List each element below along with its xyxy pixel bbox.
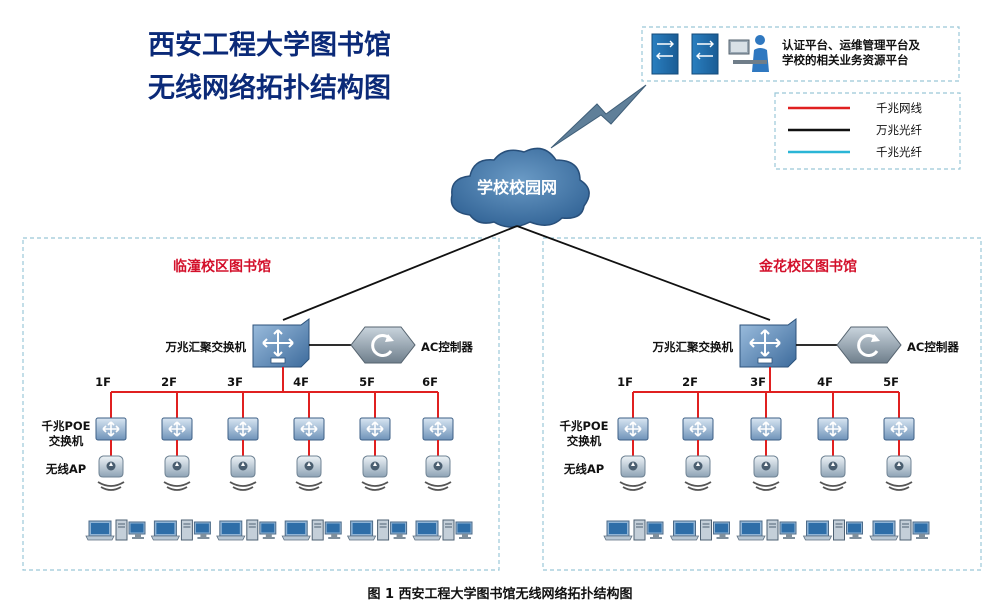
figure-caption: 图 1 西安工程大学图书馆无线网络拓扑结构图: [367, 586, 632, 602]
core-switch-label: 万兆汇聚交换机: [652, 340, 734, 354]
ac-controller-label: AC控制器: [907, 340, 959, 354]
campus-title: 临潼校区图书馆: [173, 258, 271, 275]
poe-switch-icon: [750, 417, 782, 441]
poe-switch-icon: [817, 417, 849, 441]
uplink-lintong: [282, 225, 518, 321]
wireless-ap-icon: [97, 455, 125, 491]
desktop-pc-icon: [833, 519, 863, 541]
wireless-ap-icon: [424, 455, 452, 491]
poe-switch-icon: [161, 417, 193, 441]
desktop-pc-icon: [766, 519, 797, 541]
platform-label-line1: 认证平台、运维管理平台及: [782, 38, 920, 52]
campus-network-cloud: 学校校园网: [450, 147, 590, 228]
platform-label-line2: 学校的相关业务资源平台: [782, 53, 909, 67]
floor-label: 2F: [682, 375, 698, 389]
floor-label: 4F: [817, 375, 833, 389]
floor-label: 1F: [617, 375, 633, 389]
wireless-ap-icon: [752, 455, 780, 491]
ac-controller-label: AC控制器: [421, 340, 473, 354]
laptop-icon: [216, 520, 246, 541]
poe-switch-label-line2: 交换机: [567, 434, 602, 448]
floor-label: 1F: [95, 375, 111, 389]
campus-box-jinhua: [542, 237, 982, 571]
server-icon: [691, 33, 719, 75]
desktop-pc-icon: [377, 519, 408, 541]
uplink-jinhua: [516, 225, 771, 321]
floor-label: 2F: [161, 375, 177, 389]
ac-controller-icon: [836, 326, 902, 364]
core-switch-label: 万兆汇聚交换机: [165, 340, 247, 354]
wireless-ap-icon: [229, 455, 257, 491]
floor-label: 5F: [359, 375, 375, 389]
wireless-ap-icon: [163, 455, 191, 491]
poe-switch-label-line2: 交换机: [49, 434, 84, 448]
wireless-ap-label: 无线AP: [45, 462, 86, 476]
poe-switch-icon: [227, 417, 259, 441]
wireless-ap-icon: [619, 455, 647, 491]
desktop-pc-icon: [442, 519, 473, 541]
cloud-label: 学校校园网: [477, 178, 557, 197]
laptop-icon: [603, 520, 633, 541]
wireless-ap-icon: [819, 455, 847, 491]
laptop-icon: [85, 520, 115, 541]
laptop-icon: [412, 520, 442, 541]
laptop-icon: [803, 520, 832, 541]
poe-switch-icon: [359, 417, 391, 441]
server-icon: [651, 33, 679, 75]
wireless-ap-icon: [361, 455, 389, 491]
wireless-ap-icon: [684, 455, 712, 491]
floor-label: 4F: [293, 375, 309, 389]
floor-label: 3F: [750, 375, 766, 389]
legend-label-2: 千兆光纤: [876, 145, 922, 159]
laptop-icon: [281, 520, 311, 541]
diagram-title-line2: 无线网络拓扑结构图: [148, 72, 391, 104]
legend-label-1: 万兆光纤: [876, 123, 922, 137]
desktop-pc-icon: [115, 519, 146, 541]
poe-switch-icon: [95, 417, 127, 441]
floor-label: 6F: [422, 375, 438, 389]
poe-switch-icon: [883, 417, 915, 441]
laptop-icon: [150, 520, 180, 541]
poe-switch-icon: [422, 417, 454, 441]
laptop-icon: [736, 520, 766, 541]
campus-title: 金花校区图书馆: [758, 258, 857, 275]
diagram-title-line1: 西安工程大学图书馆: [148, 29, 391, 61]
poe-switch-icon: [293, 417, 325, 441]
desktop-pc-icon: [246, 519, 277, 541]
desktop-pc-icon: [311, 519, 342, 541]
wireless-ap-icon: [295, 455, 323, 491]
laptop-icon: [869, 520, 899, 541]
poe-switch-icon: [682, 417, 714, 441]
floor-label: 3F: [227, 375, 243, 389]
desktop-pc-icon: [899, 519, 930, 541]
laptop-icon: [347, 520, 377, 541]
desktop-pc-icon: [180, 519, 211, 541]
core-switch-icon: [252, 318, 310, 368]
wireless-ap-icon: [885, 455, 913, 491]
laptop-icon: [670, 520, 699, 541]
desktop-pc-icon: [700, 519, 730, 541]
ac-controller-icon: [350, 326, 416, 364]
core-switch-icon: [739, 318, 797, 368]
poe-switch-label-line1: 千兆POE: [41, 419, 90, 433]
poe-switch-icon: [617, 417, 649, 441]
floor-label: 5F: [883, 375, 899, 389]
desktop-pc-icon: [633, 519, 664, 541]
poe-switch-label-line1: 千兆POE: [559, 419, 608, 433]
admin-workstation-icon: [728, 35, 769, 72]
wireless-link-icon: [550, 84, 647, 149]
campus-box-lintong: [22, 237, 500, 571]
legend-label-0: 千兆网线: [876, 101, 922, 115]
wireless-ap-label: 无线AP: [563, 462, 604, 476]
